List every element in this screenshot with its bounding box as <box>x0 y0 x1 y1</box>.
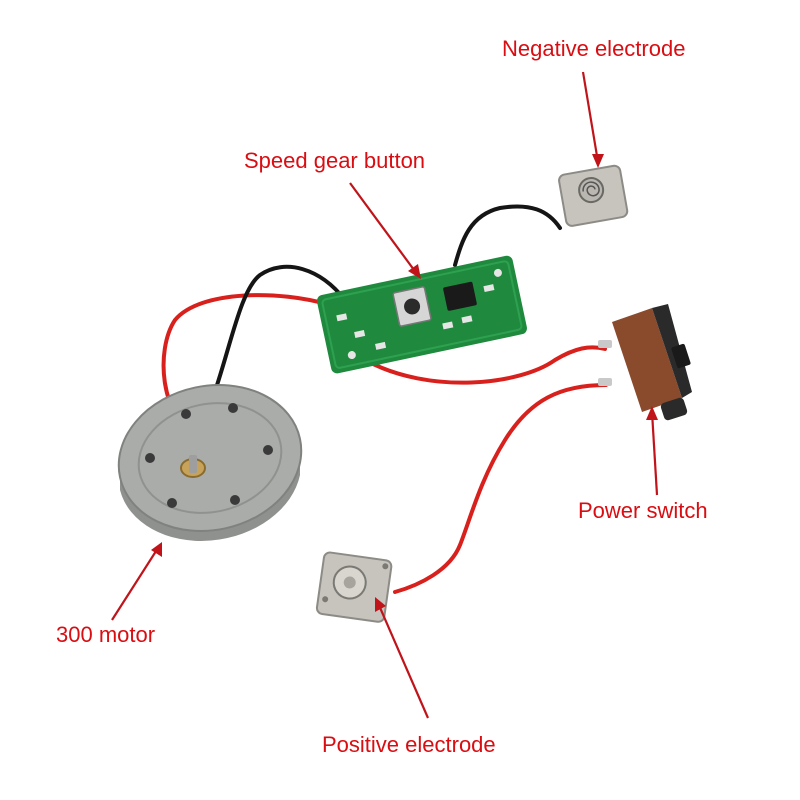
pointer-tips <box>151 154 658 612</box>
dc-motor-icon <box>117 384 303 541</box>
label-power-switch: Power switch <box>578 498 708 523</box>
red-wire-switch-to-positive <box>393 383 608 594</box>
negative-electrode-contact <box>558 164 629 227</box>
pointer-positive-electrode <box>376 602 430 719</box>
label-negative-electrode: Negative electrode <box>502 36 686 61</box>
positive-electrode-contact <box>315 551 393 623</box>
black-wire-motor-to-board <box>210 264 347 402</box>
wires <box>161 204 608 594</box>
circuit-board-icon <box>316 255 527 374</box>
pointer-lines <box>111 71 659 719</box>
pointer-speed-gear-button <box>349 182 418 275</box>
slide-switch-icon <box>598 304 692 421</box>
label-positive-electrode: Positive electrode <box>322 732 496 757</box>
pointer-negative-electrode <box>581 71 600 163</box>
pointer-power-switch <box>650 411 659 496</box>
black-wire-board-to-negative <box>453 204 562 267</box>
label-speed-gear-button: Speed gear button <box>244 148 426 173</box>
red-wire-board-to-switch <box>363 345 607 385</box>
label-motor: 300 motor <box>56 622 156 647</box>
pointer-motor <box>111 547 159 621</box>
